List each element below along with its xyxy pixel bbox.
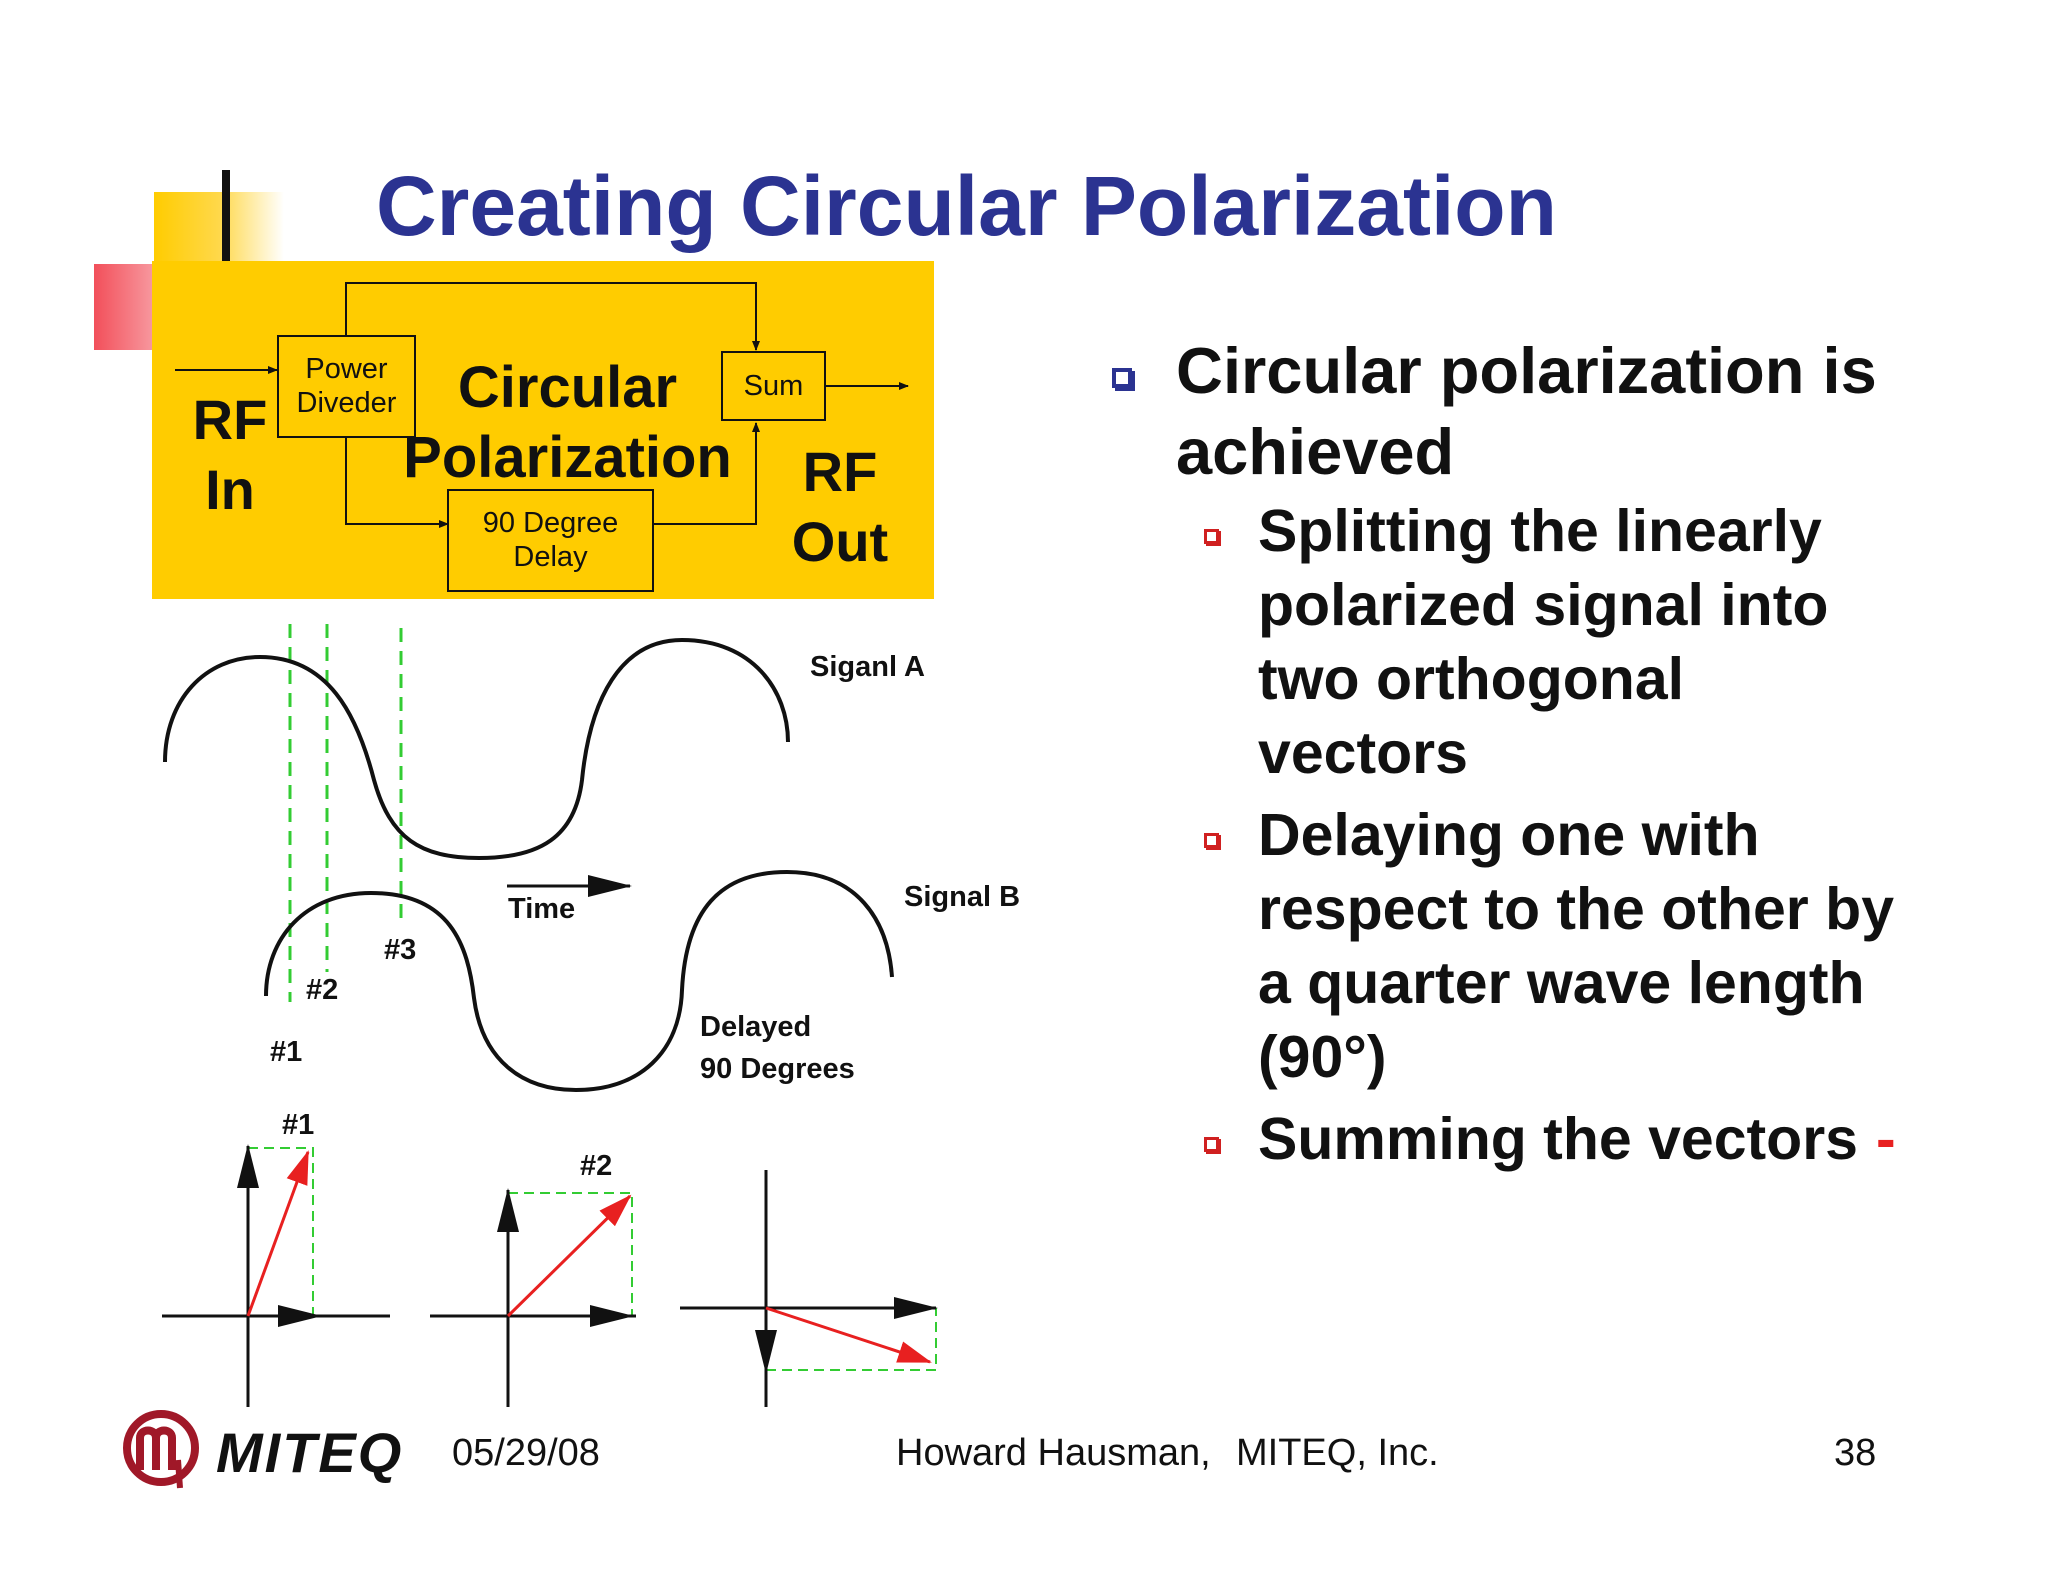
delayed-label: Delayed 90 Degrees xyxy=(700,1006,855,1090)
miteq-logo-mark xyxy=(123,1410,199,1489)
vector-diagram-1 xyxy=(162,1144,390,1407)
bullet-sub-1-text: Splitting the linearly polarized signal … xyxy=(1258,498,1829,786)
signal-b-waveform xyxy=(264,869,894,1093)
bullet-sub-3-text: Summing the vectors xyxy=(1258,1106,1858,1172)
rf-out-label: RF Out xyxy=(780,437,900,577)
bullet-main: Circular polarization is achieved xyxy=(1100,330,1900,492)
bullet-sub-2-text: Delaying one with respect to the other b… xyxy=(1258,802,1895,1090)
footer-page-number: 38 xyxy=(1834,1432,1877,1474)
power-divider-line-2: Diveder xyxy=(296,387,397,419)
vector-1-guide xyxy=(248,1147,314,1316)
vector-2-label: #2 xyxy=(580,1150,613,1182)
vector-1-resultant xyxy=(246,1150,310,1317)
bullet-main-text: Circular polarization is achieved xyxy=(1176,334,1877,488)
rf-out-line-1: RF xyxy=(802,440,878,503)
bullet-square-icon xyxy=(1112,368,1132,388)
marker-label-3: #3 xyxy=(384,934,417,966)
rf-out-line-2: Out xyxy=(791,510,889,573)
block-diagram-background xyxy=(152,261,934,599)
block-diagram-wires xyxy=(175,282,909,592)
power-divider-line-1: Power xyxy=(305,353,388,385)
vector-diagram-3 xyxy=(680,1170,938,1407)
rf-in-line-1: RF xyxy=(192,388,268,451)
time-label: Time xyxy=(508,893,576,925)
delay-line-2: Delay xyxy=(513,541,588,573)
sub-bullet-square-icon xyxy=(1204,833,1219,848)
bullet-sub-3: Summing the vectors- xyxy=(1100,1102,1900,1176)
corner-decoration-bar xyxy=(222,170,230,262)
signal-a-waveform xyxy=(163,637,790,861)
delay-to-sum-wire xyxy=(654,422,760,525)
delay-box xyxy=(447,489,654,592)
sub-bullet-square-icon xyxy=(1204,529,1219,544)
vector-1-label: #1 xyxy=(282,1109,315,1141)
delay-label: 90 Degree Delay xyxy=(448,506,653,574)
rf-in-label: RF In xyxy=(180,385,280,525)
circular-polarization-line-2: Polarization xyxy=(403,425,732,490)
sum-label: Sum xyxy=(743,370,804,402)
power-divider-box xyxy=(277,335,416,438)
power-divider-label: Power Diveder xyxy=(278,352,415,420)
bullet-trailing-dash: - xyxy=(1875,1106,1896,1172)
signal-b-label: Signal B xyxy=(904,881,1021,913)
signal-a-label: Siganl A xyxy=(810,651,925,683)
delayed-line-1: Delayed xyxy=(700,1011,812,1043)
footer-author: Howard Hausman, xyxy=(896,1432,1211,1474)
lower-path-wire xyxy=(345,437,449,528)
corner-decoration-yellow xyxy=(154,192,284,264)
footer-company: MITEQ, Inc. xyxy=(1236,1432,1439,1474)
vector-2-guide xyxy=(508,1192,633,1316)
upper-path-wire xyxy=(345,282,760,351)
delay-line-1: 90 Degree xyxy=(482,507,619,539)
marker-label-1: #1 xyxy=(270,1036,303,1068)
sub-bullet-square-icon xyxy=(1204,1137,1219,1152)
circular-polarization-line-1: Circular xyxy=(457,355,678,420)
delayed-line-2: 90 Degrees xyxy=(700,1053,855,1085)
bullet-list: Circular polarization is achieved Splitt… xyxy=(1100,330,1900,1184)
miteq-logo-text: MITEQ xyxy=(216,1421,404,1484)
vector-3-guide xyxy=(766,1308,937,1371)
marker-label-2: #2 xyxy=(306,974,339,1006)
vector-diagram-2 xyxy=(430,1188,636,1407)
rf-in-line-2: In xyxy=(205,458,255,521)
slide-title: Creating Circular Polarization xyxy=(376,159,1557,253)
bullet-sub-2: Delaying one with respect to the other b… xyxy=(1100,798,1900,1094)
vector-2-resultant xyxy=(506,1194,632,1318)
sum-box xyxy=(721,351,826,421)
footer-date: 05/29/08 xyxy=(452,1432,600,1474)
bullet-sub-1: Splitting the linearly polarized signal … xyxy=(1100,494,1900,790)
circular-polarization-label: Circular Polarization xyxy=(390,353,745,493)
vector-3-resultant xyxy=(765,1306,932,1364)
